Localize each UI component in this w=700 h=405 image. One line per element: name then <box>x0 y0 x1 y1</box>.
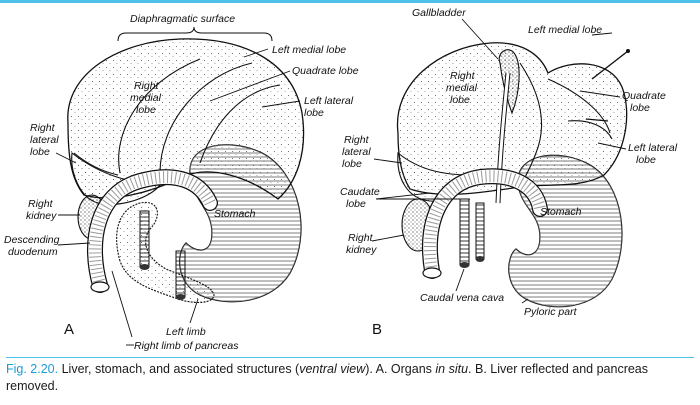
label-b-right-lateral-lobe-2: lateral <box>342 146 371 158</box>
label-b-caudate-lobe-2: lobe <box>346 198 366 210</box>
label-a-right-kidney-1: Right <box>28 198 54 210</box>
label-a-left-limb: Left limb <box>166 326 206 338</box>
caption-text-1: Liver, stomach, and associated structure… <box>58 362 300 376</box>
label-b-right-lateral-lobe-3: lobe <box>342 158 362 170</box>
label-a-diaphragmatic-surface: Diaphragmatic surface <box>130 13 235 25</box>
label-b-left-lateral-lobe-2: lobe <box>636 154 656 166</box>
panel-b: Gallbladder Left medial lobe Right media… <box>340 7 678 338</box>
label-b-right-medial-lobe-3: lobe <box>450 94 470 106</box>
label-b-quadrate-lobe-1: Quadrate <box>622 90 666 102</box>
label-a-left-lateral-lobe-1: Left lateral <box>304 95 354 107</box>
label-a-right-lateral-lobe-2: lateral <box>30 134 59 146</box>
label-b-gallbladder: Gallbladder <box>412 7 466 19</box>
label-a-left-lateral-lobe-2: lobe <box>304 107 324 119</box>
figure-number: Fig. 2.20. <box>6 362 59 376</box>
panel-a-right-lateral-lobe <box>71 151 162 205</box>
diaphragmatic-bracket <box>117 26 273 42</box>
label-a-descending-duodenum-1: Descending <box>4 234 60 246</box>
label-a-right-lateral-lobe-3: lobe <box>30 146 50 158</box>
panel-b-letter: B <box>372 321 382 338</box>
label-b-caudal-vena-cava: Caudal vena cava <box>420 292 504 304</box>
caption-text-3: . B. Liver reflected and pancreas remove… <box>6 362 649 393</box>
panel-a-letter: A <box>64 321 74 338</box>
label-b-right-kidney-1: Right <box>348 232 374 244</box>
label-a-right-medial-lobe-3: lobe <box>136 104 156 116</box>
label-b-quadrate-lobe-2: lobe <box>630 102 650 114</box>
top-accent-rule <box>0 0 700 3</box>
label-b-left-lateral-lobe-1: Left lateral <box>628 142 678 154</box>
label-b-right-kidney-2: kidney <box>346 244 377 256</box>
label-a-right-lateral-lobe-1: Right <box>30 122 56 134</box>
label-b-pyloric-part: Pyloric part <box>524 306 578 318</box>
label-a-right-limb-of-pancreas: Right limb of pancreas <box>134 340 239 352</box>
label-b-left-medial-lobe: Left medial lobe <box>528 24 602 36</box>
caption-italic-1: ventral view <box>299 362 366 376</box>
label-b-right-medial-lobe-2: medial <box>446 82 478 94</box>
label-a-quadrate-lobe: Quadrate lobe <box>292 65 359 77</box>
label-a-right-medial-lobe-1: Right <box>134 80 160 92</box>
label-b-stomach: Stomach <box>540 206 582 218</box>
label-a-descending-duodenum-2: duodenum <box>8 246 58 258</box>
figure-caption: Fig. 2.20. Liver, stomach, and associate… <box>6 361 694 395</box>
label-a-right-kidney-2: kidney <box>26 210 57 222</box>
label-a-right-medial-lobe-2: medial <box>130 92 162 104</box>
caption-italic-2: in situ <box>435 362 469 376</box>
label-a-left-medial-lobe: Left medial lobe <box>272 44 346 56</box>
anatomy-figure-svg: Diaphragmatic surface Left medial lobe Q… <box>4 7 678 352</box>
panel-a: Diaphragmatic surface Left medial lobe Q… <box>4 13 359 352</box>
label-b-caudate-lobe-1: Caudate <box>340 186 380 198</box>
label-b-right-medial-lobe-1: Right <box>450 70 476 82</box>
anatomy-figure: Diaphragmatic surface Left medial lobe Q… <box>0 3 700 355</box>
caption-rule <box>6 357 694 358</box>
caption-text-2: ). A. Organs <box>365 362 436 376</box>
label-a-stomach: Stomach <box>214 208 256 220</box>
label-b-right-lateral-lobe-1: Right <box>344 134 370 146</box>
